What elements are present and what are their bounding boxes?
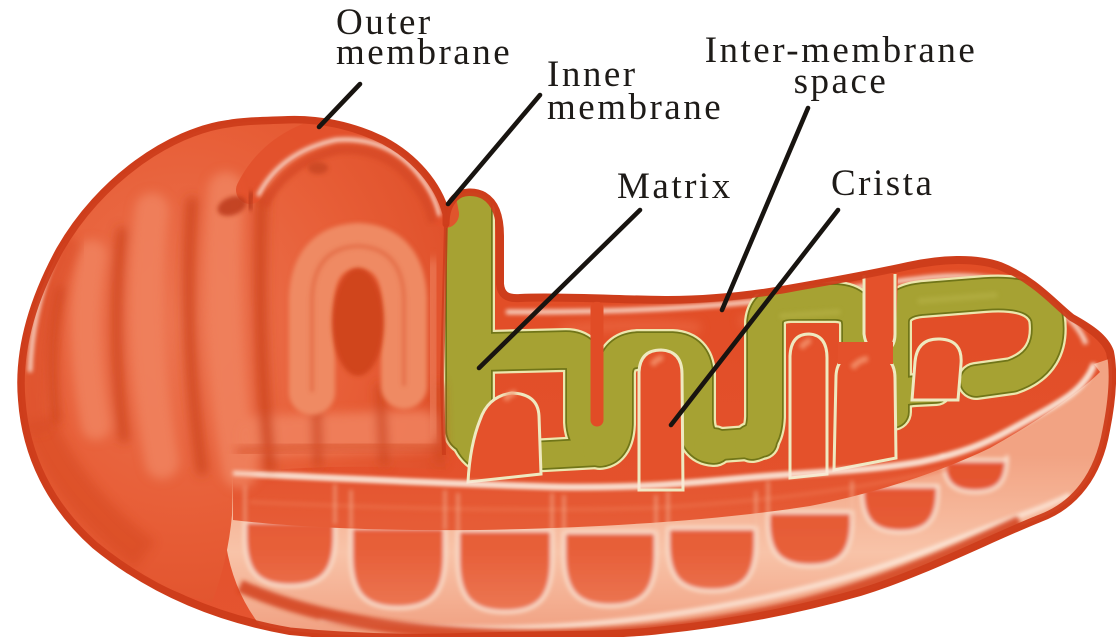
svg-text:Inner: Inner <box>547 54 638 95</box>
svg-text:Crista: Crista <box>831 163 934 204</box>
svg-text:membrane: membrane <box>547 87 723 128</box>
svg-text:Matrix: Matrix <box>617 166 733 207</box>
svg-text:membrane: membrane <box>336 32 512 73</box>
svg-text:Inter-membrane: Inter-membrane <box>705 30 978 71</box>
svg-text:Outer: Outer <box>336 2 433 43</box>
svg-text:space: space <box>794 61 889 102</box>
